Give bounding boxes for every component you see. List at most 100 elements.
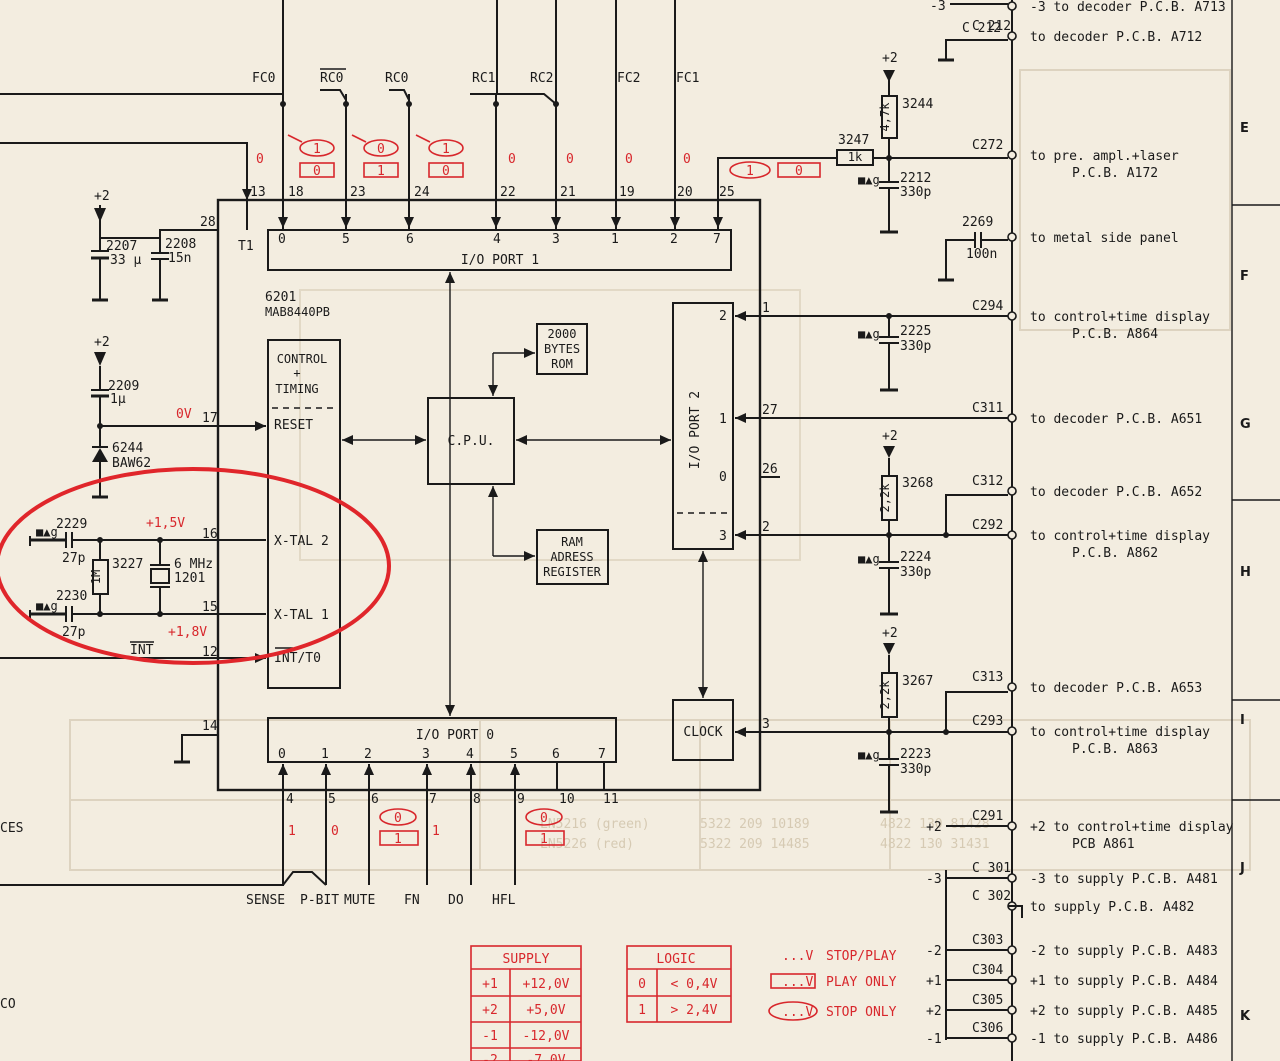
cap-mark: ■▲g [858, 552, 880, 566]
connector-row: C306-1 to supply P.C.B. A486-1 [926, 1021, 1218, 1047]
connector-ref: C313 [972, 670, 1003, 685]
connector-destination: to decoder P.C.B. A651 [1030, 412, 1202, 427]
io-port-1-label: I/O PORT 1 [461, 253, 539, 268]
supply-label: +2 [94, 189, 110, 204]
c2223-ref: 2223 [900, 747, 931, 762]
connector-destination: +1 to supply P.C.B. A484 [1030, 974, 1218, 989]
ram-line1: RAM [561, 535, 583, 549]
connector-row: C 302 to supply P.C.B. A482 [972, 889, 1194, 918]
port1-bit: 6 [406, 232, 414, 247]
io-port-0-label: I/O PORT 0 [416, 728, 494, 743]
rom-line2: BYTES [544, 342, 580, 356]
supply-rail: +1 [482, 977, 498, 992]
level-play: 1 [394, 832, 402, 847]
port0-bit: 4 [466, 747, 474, 762]
grid-letter-f: F [1240, 269, 1249, 284]
supply-label: +2 [94, 335, 110, 350]
connector-destination: to decoder P.C.B. A653 [1030, 681, 1202, 696]
port0-bit: 0 [278, 747, 286, 762]
connector-terminal [1007, 1005, 1017, 1015]
r3244-ref: 3244 [902, 97, 933, 112]
pin-number: 3 [762, 717, 770, 732]
connector-terminal [1007, 945, 1017, 955]
supply-rail: -2 [482, 1053, 498, 1061]
connector-ref: C312 [972, 474, 1003, 489]
pin-number: 12 [202, 645, 218, 660]
connector-supply-rail: +1 [926, 974, 942, 989]
level-play: 1 [540, 832, 548, 847]
c2208-ref: 2208 [165, 237, 196, 252]
grid-letter-e: E [1240, 121, 1249, 136]
pin-number: 17 [202, 411, 218, 426]
legend: ...V STOP/PLAY ...V PLAY ONLY ...V STOP … [768, 949, 897, 1021]
logic-level: 0 [638, 977, 646, 992]
port2-outputs: 2 1 1 27 0 26 3 2 3 [719, 301, 1008, 737]
connector-terminal [1007, 975, 1017, 985]
port0-bit: 1 [321, 747, 329, 762]
connector-destination: +2 to control+time display [1030, 820, 1234, 835]
connector-ref: C 302 [972, 889, 1011, 904]
top-pin-group: FC0 RC0 RC0 RC1 RC2 FC2 FC1 18 23 24 22 … [0, 0, 821, 254]
connector-ref: C311 [972, 401, 1003, 416]
connector-destination: to supply P.C.B. A482 [1030, 900, 1194, 915]
logic-table-title: LOGIC [656, 952, 695, 967]
level-stop: 1 [313, 142, 321, 157]
pin-number: 20 [677, 185, 693, 200]
connector-destination: -3 to supply P.C.B. A481 [1030, 872, 1218, 887]
level-stop: 1 [746, 164, 754, 179]
r3244-value: 4,7k [878, 102, 892, 132]
connector-row: C 301-3 to supply P.C.B. A481-3 [926, 861, 1218, 887]
connector-ref: C294 [972, 299, 1003, 314]
cap-mark: ■▲g [36, 599, 58, 613]
connector-destination: to control+time display [1030, 725, 1210, 740]
connector-supply-rail: -1 [926, 1032, 942, 1047]
level-value: 0 [625, 152, 633, 167]
supply-voltage: +5,0V [526, 1003, 565, 1018]
level-stop: 0 [377, 142, 385, 157]
supply-label: +2 [882, 626, 898, 641]
connector-terminal [1007, 821, 1017, 831]
pin-number: 4 [286, 792, 294, 807]
connector-supply-rail: -3 [926, 872, 942, 887]
supply-rail: +2 [482, 1003, 498, 1018]
connector-ref: C305 [972, 993, 1003, 1008]
port0-bit: 2 [364, 747, 372, 762]
c2209-ref: 2209 [108, 379, 139, 394]
port1-bit: 4 [493, 232, 501, 247]
connector-terminal [1007, 232, 1017, 242]
faint-code: 5322 209 10189 [700, 817, 810, 832]
signal-p-bit: P-BIT [300, 893, 339, 908]
connector-destination: +2 to supply P.C.B. A485 [1030, 1004, 1218, 1019]
connector-row: C313 to decoder P.C.B. A653 [972, 670, 1202, 696]
ram-line2: ADRESS [550, 550, 593, 564]
left-cut-text: CO [0, 997, 16, 1012]
port2-bit: 2 [719, 309, 727, 324]
port0-bit: 7 [598, 747, 606, 762]
level-play: 0 [313, 164, 321, 179]
level-play: 0 [442, 164, 450, 179]
port1-bit: 3 [552, 232, 560, 247]
pin-number: 13 [250, 185, 266, 200]
connector-ref: C 212 [972, 19, 1011, 34]
d6244-type: BAW62 [112, 456, 151, 471]
port2-bit: 1 [719, 412, 727, 427]
connector-destination: -1 to supply P.C.B. A486 [1030, 1032, 1218, 1047]
c2207-ref: 2207 [106, 239, 137, 254]
ic-ref: 6201 [265, 290, 296, 305]
connector-row: C311 to decoder P.C.B. A651 [972, 401, 1202, 427]
r3268-ref: 3268 [902, 476, 933, 491]
level-stop: 0 [540, 811, 548, 826]
c2224-value: 330p [900, 565, 931, 580]
pin-number: 8 [473, 792, 481, 807]
int-t0-label: INT/T0 [274, 651, 321, 666]
top-signal-rc2: RC2 [530, 71, 553, 86]
connector-terminal [1007, 150, 1017, 160]
connector-destination: to decoder P.C.B. A712 [1030, 30, 1202, 45]
logic-table: LOGIC 0 < 0,4V 1 > 2,4V [626, 945, 732, 1023]
level-play: 0 [795, 164, 803, 179]
c2269-ref: 2269 [962, 215, 993, 230]
pin-number: 11 [603, 792, 619, 807]
